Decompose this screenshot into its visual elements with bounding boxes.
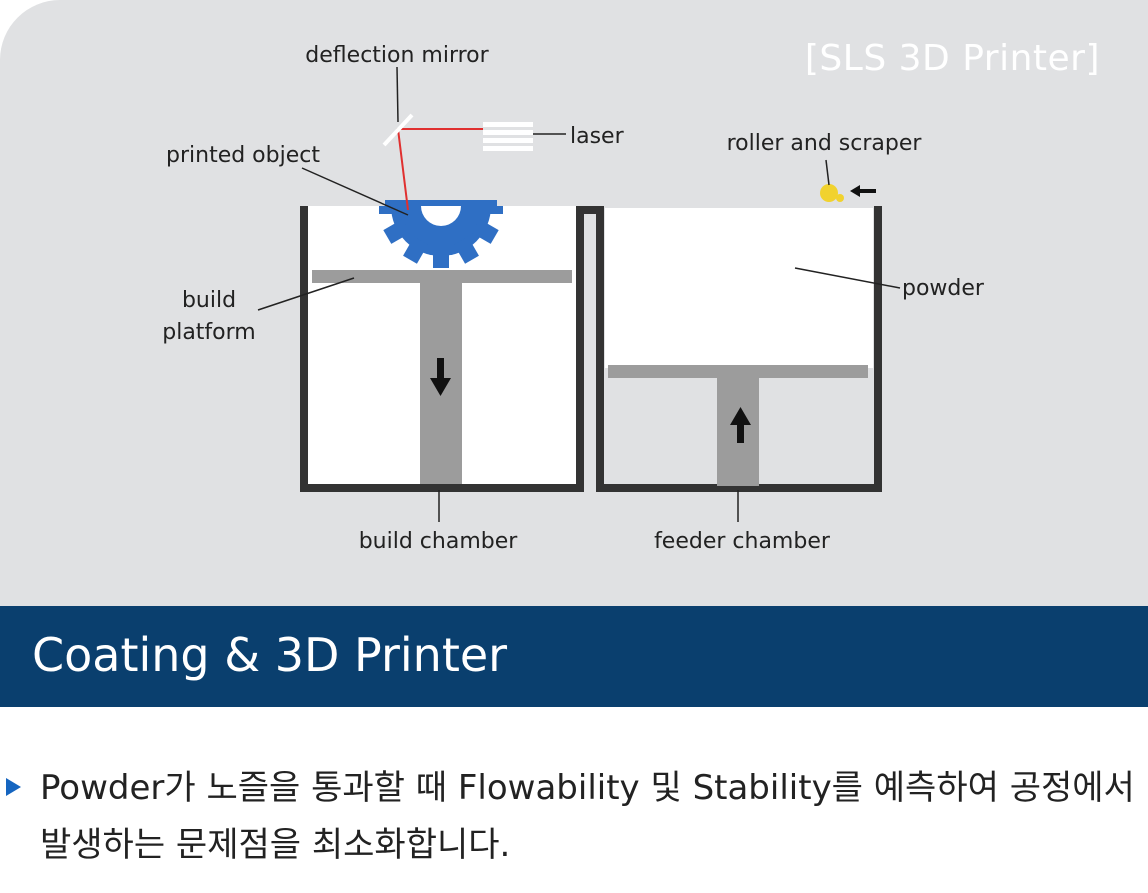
build-chamber-label: build chamber bbox=[359, 529, 519, 554]
deflection-mirror-icon bbox=[382, 113, 414, 147]
printed-object-leader bbox=[301, 167, 409, 216]
left-arrow-icon bbox=[850, 185, 876, 197]
laser-label: laser bbox=[570, 124, 625, 149]
deflection-mirror-leader bbox=[396, 66, 399, 123]
build-platform-leader bbox=[257, 277, 355, 311]
feeder-platform bbox=[608, 365, 868, 378]
up-arrow-icon bbox=[730, 407, 751, 443]
build-platform-label-line2: platform bbox=[162, 320, 255, 345]
powder-label: powder bbox=[902, 276, 985, 301]
printed-object-label: printed object bbox=[166, 143, 320, 168]
sls-printer-diagram: deflection mirror laser printed object r… bbox=[162, 43, 985, 554]
diagram-caption: [SLS 3D Printer] bbox=[804, 38, 1100, 79]
powder-leader bbox=[794, 267, 901, 289]
feeder-powder bbox=[605, 208, 873, 368]
build-platform-label-line1: build bbox=[182, 288, 236, 313]
description-text: Powder가 노즐을 통과할 때 Flowability 및 Stabilit… bbox=[40, 768, 1135, 865]
triangle-bullet-icon bbox=[6, 778, 21, 796]
roller-icon bbox=[820, 184, 838, 202]
roller-and-scraper-label: roller and scraper bbox=[727, 131, 923, 156]
section-header: Coating & 3D Printer bbox=[0, 606, 1148, 707]
sls-diagram: deflection mirror laser printed object r… bbox=[0, 0, 1148, 606]
build-chamber-wall bbox=[300, 206, 882, 492]
down-arrow-icon bbox=[430, 358, 451, 396]
roller-dot bbox=[836, 194, 844, 202]
roller-leader bbox=[825, 159, 830, 186]
laser-icon bbox=[483, 122, 566, 151]
section-title: Coating & 3D Printer bbox=[32, 628, 508, 682]
deflection-mirror-label: deflection mirror bbox=[305, 43, 489, 68]
gear-top-edge bbox=[385, 200, 497, 206]
feeder-chamber-label: feeder chamber bbox=[654, 529, 831, 554]
build-platform bbox=[312, 270, 572, 283]
description-block: Powder가 노즐을 통과할 때 Flowability 및 Stabilit… bbox=[0, 752, 1148, 882]
